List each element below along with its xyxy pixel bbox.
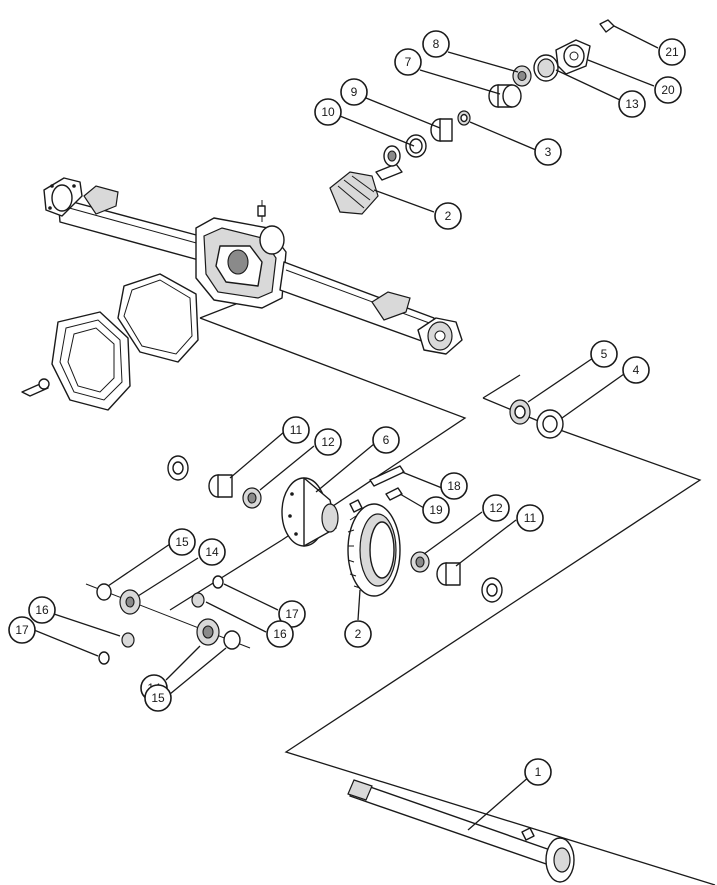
svg-text:20: 20 xyxy=(661,83,675,97)
svg-text:2: 2 xyxy=(445,209,452,223)
svg-text:13: 13 xyxy=(625,97,639,111)
svg-text:6: 6 xyxy=(383,433,390,447)
callout-16-left: 16 xyxy=(28,596,56,624)
diff-right-bearings xyxy=(410,551,503,603)
callout-2-pinion: 2 xyxy=(434,202,462,230)
callout-20: 20 xyxy=(654,76,682,104)
svg-text:15: 15 xyxy=(175,535,189,549)
callout-11-left: 11 xyxy=(282,416,310,444)
svg-text:17: 17 xyxy=(285,607,299,621)
callout-8: 8 xyxy=(422,30,450,58)
axle-housing xyxy=(43,177,463,355)
spider-gears xyxy=(85,575,251,665)
callout-15-upper: 15 xyxy=(168,528,196,556)
svg-text:11: 11 xyxy=(290,423,303,437)
callout-18: 18 xyxy=(440,472,468,500)
callout-11-right: 11 xyxy=(516,504,544,532)
svg-text:16: 16 xyxy=(35,603,49,617)
callout-9: 9 xyxy=(340,78,368,106)
bearing-cup-4 xyxy=(536,409,564,439)
callout-3: 3 xyxy=(534,138,562,166)
cover-gasket xyxy=(117,273,199,363)
bearing-5 xyxy=(509,399,531,425)
svg-text:9: 9 xyxy=(351,85,358,99)
axle-shaft xyxy=(347,779,575,883)
diff-case xyxy=(281,477,339,547)
svg-text:12: 12 xyxy=(489,501,503,515)
leader-lines xyxy=(33,25,659,831)
callout-10: 10 xyxy=(314,98,342,126)
svg-text:11: 11 xyxy=(524,511,537,525)
callout-14-upper: 14 xyxy=(198,538,226,566)
svg-text:18: 18 xyxy=(447,479,461,493)
svg-text:21: 21 xyxy=(665,45,679,59)
callout-13: 13 xyxy=(618,90,646,118)
svg-text:12: 12 xyxy=(321,435,335,449)
svg-text:14: 14 xyxy=(205,545,219,559)
pinion-assembly xyxy=(329,19,615,215)
ring-gear-bolt xyxy=(349,499,363,513)
svg-text:7: 7 xyxy=(405,55,412,69)
svg-text:2: 2 xyxy=(355,627,362,641)
callout-19: 19 xyxy=(422,496,450,524)
callout-21: 21 xyxy=(658,38,686,66)
cover-bolt xyxy=(21,378,50,397)
callout-2-ring: 2 xyxy=(344,620,372,648)
diff-left-bearings xyxy=(167,455,262,509)
lock-bolt-19 xyxy=(385,487,403,501)
svg-text:1: 1 xyxy=(535,765,542,779)
ring-gear xyxy=(347,503,401,597)
svg-text:10: 10 xyxy=(321,105,335,119)
callout-5: 5 xyxy=(590,340,618,368)
callout-15-lower: 15 xyxy=(144,684,172,712)
callout-17-right: 17 xyxy=(278,600,306,628)
callout-4: 4 xyxy=(622,356,650,384)
svg-text:5: 5 xyxy=(601,347,608,361)
callout-16-right: 16 xyxy=(266,620,294,648)
svg-text:17: 17 xyxy=(15,623,29,637)
callout-1: 1 xyxy=(524,758,552,786)
callout-17-left: 17 xyxy=(8,616,36,644)
svg-text:16: 16 xyxy=(273,627,287,641)
callout-7: 7 xyxy=(394,48,422,76)
svg-text:19: 19 xyxy=(429,503,443,517)
svg-text:3: 3 xyxy=(545,145,552,159)
callout-12-left: 12 xyxy=(314,428,342,456)
callout-6: 6 xyxy=(372,426,400,454)
cross-pin-18 xyxy=(369,465,405,487)
svg-text:4: 4 xyxy=(633,363,640,377)
differential-cover xyxy=(51,311,131,411)
svg-text:8: 8 xyxy=(433,37,440,51)
callout-12-right: 12 xyxy=(482,494,510,522)
svg-text:15: 15 xyxy=(151,691,165,705)
